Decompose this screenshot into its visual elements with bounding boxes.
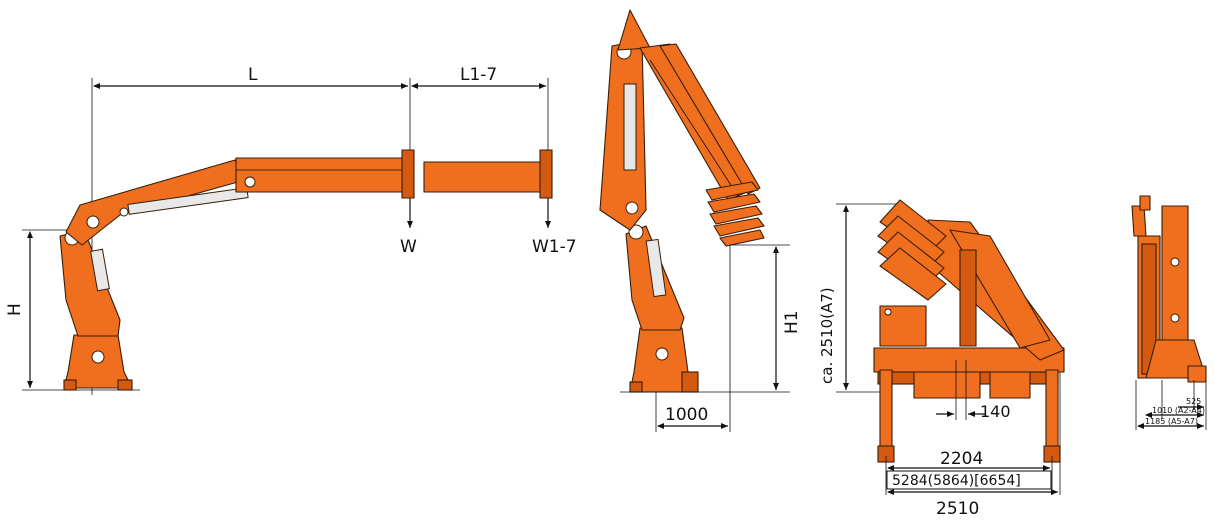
crane-extension	[423, 161, 543, 193]
label-H1: H1	[782, 310, 802, 334]
label-L: L	[248, 65, 258, 85]
label-140: 140	[980, 402, 1011, 421]
label-L17: L1-7	[460, 65, 497, 85]
label-525: 525	[1186, 397, 1201, 406]
right-outrigger	[1045, 369, 1059, 449]
left-outrigger	[879, 369, 893, 449]
folded-view: H1 1000	[599, 9, 802, 432]
label-H: H	[5, 303, 25, 316]
front-view: ca. 2510(A7) 140	[818, 199, 1065, 519]
label-2510: 2510	[936, 499, 979, 519]
folded-inner-boom	[599, 39, 647, 231]
crane-column	[59, 229, 121, 337]
folded-outer-boom	[639, 43, 753, 201]
label-2204: 2204	[940, 449, 983, 469]
label-outrigger-span: 5284(5864)[6654]	[892, 473, 1021, 489]
label-1185: 1185 (A5-A7)	[1145, 417, 1198, 426]
label-1010: 1010 (A2-A4)	[1152, 406, 1205, 415]
side-view: L L1-7 W W1-7 H	[5, 65, 577, 395]
label-W17: W1-7	[532, 237, 577, 257]
front-extension-stack	[877, 199, 947, 301]
end-view: 525 1010 (A2-A4) 1185 (A5-A7)	[1131, 195, 1207, 430]
label-W: W	[400, 237, 417, 257]
label-1000: 1000	[665, 405, 708, 425]
folded-extension-stack	[705, 181, 765, 247]
label-height: ca. 2510(A7)	[818, 287, 836, 384]
end-column	[1161, 205, 1189, 357]
crane-outer-boom	[235, 157, 407, 193]
